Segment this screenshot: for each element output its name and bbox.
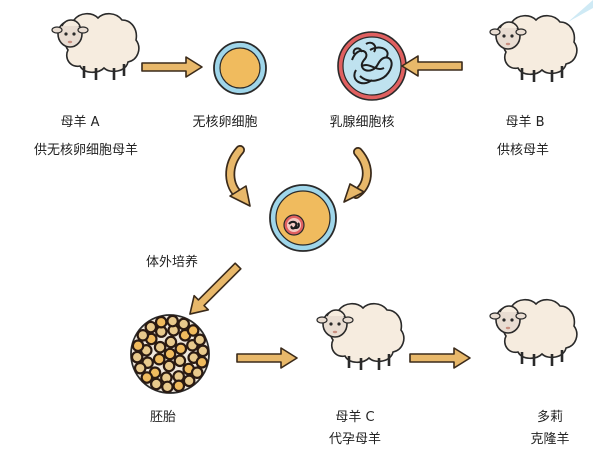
fused-cell-icon bbox=[269, 184, 337, 252]
ewe-c-name-label: 母羊 C bbox=[335, 410, 375, 425]
ewe-b-sheep-icon bbox=[488, 14, 579, 84]
embryo-cell bbox=[193, 333, 207, 347]
dolly-name-label: 多莉 bbox=[536, 410, 564, 425]
culture-label: 体外培养 bbox=[146, 255, 199, 270]
embryo-cell bbox=[190, 366, 204, 380]
dolly-sheep-icon bbox=[488, 298, 579, 368]
embryo-cell bbox=[163, 347, 177, 361]
mammary-nucleus-icon bbox=[337, 31, 407, 101]
arrow-nucleus-to-fused-cell bbox=[343, 147, 372, 203]
arrow-embryo-to-ewe-c bbox=[236, 347, 298, 369]
arrow-ewe-b-to-nucleus bbox=[401, 55, 463, 77]
embryo-icon bbox=[130, 314, 210, 394]
ewe-b-name-label: 母羊 B bbox=[505, 115, 545, 130]
embryo-cell bbox=[140, 371, 154, 384]
embryo-cell bbox=[149, 377, 163, 391]
embryo-label: 胚胎 bbox=[149, 410, 177, 425]
enucleated-egg-label: 无核卵细胞 bbox=[192, 115, 258, 130]
dolly-role-label: 克隆羊 bbox=[530, 432, 570, 447]
arrow-ewe-c-to-dolly bbox=[409, 347, 471, 369]
corner-decoration bbox=[568, 0, 593, 22]
embryo-cell bbox=[182, 374, 196, 388]
ewe-c-sheep-icon bbox=[315, 302, 406, 372]
embryo-cell bbox=[166, 314, 179, 328]
ewe-a-name-label: 母羊 A bbox=[60, 115, 100, 130]
embryo-cell bbox=[153, 340, 167, 354]
arrow-egg-to-fused-cell bbox=[225, 145, 251, 207]
embryo-cell bbox=[196, 344, 210, 358]
embryo-cell bbox=[152, 352, 166, 366]
mammary-nucleus-label: 乳腺细胞核 bbox=[329, 115, 395, 130]
embryo-cell bbox=[174, 342, 188, 356]
enucleated-egg-cell-icon bbox=[213, 41, 267, 95]
embryo-cell bbox=[130, 350, 144, 364]
embryo-cell bbox=[172, 379, 186, 393]
embryo-cell bbox=[164, 335, 178, 349]
embryo-cell bbox=[195, 355, 209, 369]
embryo-cell bbox=[186, 324, 200, 337]
ewe-a-sheep-icon bbox=[50, 12, 141, 82]
embryo-cell bbox=[161, 380, 174, 394]
embryo-cell bbox=[154, 315, 168, 329]
ewe-a-role-label: 供无核卵细胞母羊 bbox=[33, 143, 139, 158]
embryo-cell bbox=[177, 317, 191, 331]
ewe-b-role-label: 供核母羊 bbox=[496, 143, 550, 158]
ewe-c-role-label: 代孕母羊 bbox=[328, 432, 382, 447]
arrow-ewe-a-to-egg bbox=[141, 56, 203, 78]
embryo-cell bbox=[131, 339, 145, 353]
embryo-cell bbox=[173, 354, 187, 368]
embryo-cell bbox=[136, 328, 150, 342]
embryo-cell bbox=[133, 361, 147, 375]
embryo-cell bbox=[144, 320, 158, 334]
embryo-cell bbox=[162, 359, 176, 373]
arrow-fused-cell-to-embryo bbox=[189, 262, 242, 315]
